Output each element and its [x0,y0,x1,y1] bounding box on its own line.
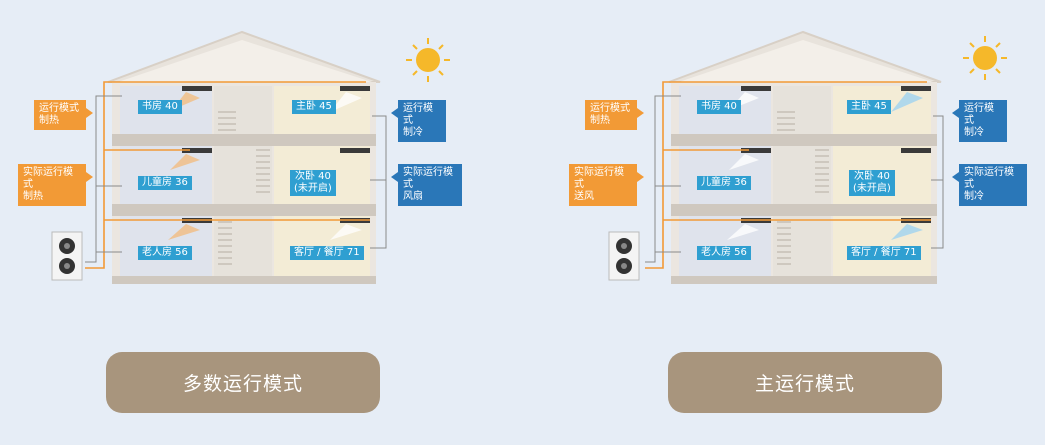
room-label-study: 书房 40 [697,100,741,114]
outdoor-unit-icon [51,231,83,281]
mode-tag-left-set: 运行模式 制热 [34,100,86,130]
mode-tag-right-set: 运行模式 制冷 [398,100,446,142]
mode-tag-left-actual: 实际运行模式 制热 [18,164,86,206]
mode-tag-left-actual: 实际运行模式 送风 [569,164,637,206]
sun-icon [406,38,450,82]
room-label-second: 次卧 40 (未开启) [290,170,336,196]
room-label-elder: 老人房 56 [697,246,751,260]
caption-left: 多数运行模式 [106,352,380,413]
room-label-master: 主卧 45 [847,100,891,114]
room-label-kids: 儿童房 36 [138,176,192,190]
diagram-left: 运行模式 制热 实际运行模式 制热 运行模式 制冷 实际运行模式 风扇 书房 4… [0,0,522,445]
room-label-living: 客厅 / 餐厅 71 [290,246,364,260]
outdoor-unit-icon [608,231,640,281]
room-label-living: 客厅 / 餐厅 71 [847,246,921,260]
room-label-elder: 老人房 56 [138,246,192,260]
mode-tag-left-set: 运行模式 制热 [585,100,637,130]
room-label-master: 主卧 45 [292,100,336,114]
caption-right: 主运行模式 [668,352,942,413]
diagram-right: 运行模式 制热 实际运行模式 送风 运行模式 制冷 实际运行模式 制冷 书房 4… [523,0,1045,445]
mode-tag-right-actual: 实际运行模式 风扇 [398,164,462,206]
mode-tag-right-actual: 实际运行模式 制冷 [959,164,1027,206]
sun-icon [963,36,1007,80]
mode-tag-right-set: 运行模式 制冷 [959,100,1007,142]
room-label-study: 书房 40 [138,100,182,114]
room-label-kids: 儿童房 36 [697,176,751,190]
room-label-second: 次卧 40 (未开启) [849,170,895,196]
